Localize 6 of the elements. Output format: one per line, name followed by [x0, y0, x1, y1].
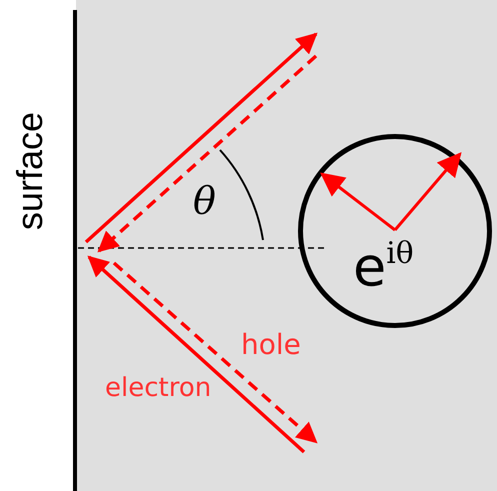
angle-label: θ — [193, 182, 216, 220]
axis-label: surface — [12, 112, 48, 230]
phase-formula: e$^{iθ}$ — [353, 239, 414, 294]
arrow-label: hole — [241, 331, 301, 359]
arrow-label: electron — [105, 375, 212, 401]
phase-circle — [298, 134, 492, 328]
